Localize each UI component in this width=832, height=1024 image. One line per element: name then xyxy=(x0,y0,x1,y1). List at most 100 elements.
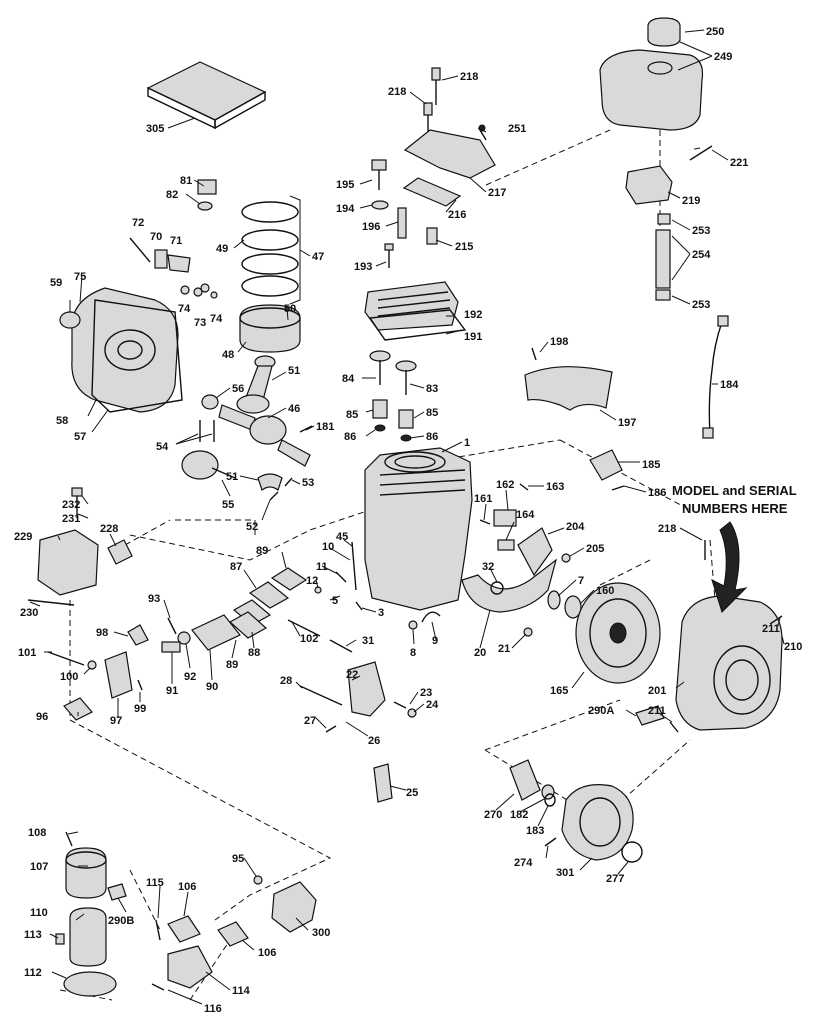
model-serial-notice-line2: NUMBERS HERE xyxy=(682,501,788,516)
callout: 32 xyxy=(482,561,494,573)
governor-shaft-72 xyxy=(129,237,191,273)
callout: 51 xyxy=(226,471,238,483)
callout: 113 xyxy=(24,929,42,941)
callout: 211 xyxy=(762,623,780,635)
gasket-96 xyxy=(63,697,93,721)
callout: 85 xyxy=(426,407,438,419)
callout: 48 xyxy=(222,349,234,361)
pin-115 xyxy=(155,919,161,941)
callout: 7 xyxy=(578,575,584,587)
callout: 59 xyxy=(50,277,62,289)
callout: 163 xyxy=(546,481,564,493)
rewind-starter-301 xyxy=(561,784,634,861)
callout: 3 xyxy=(378,607,384,619)
callout: 95 xyxy=(232,853,244,865)
bolt-232 xyxy=(71,487,83,518)
seal-59 xyxy=(59,311,81,329)
callout: 251 xyxy=(508,123,526,135)
callout: 51 xyxy=(288,365,300,377)
screw-116 xyxy=(151,983,165,991)
key-181 xyxy=(299,425,313,433)
callout: 108 xyxy=(28,827,46,839)
callout: 184 xyxy=(720,379,739,391)
callout: 26 xyxy=(368,735,380,747)
bracket-216 xyxy=(402,177,462,207)
washers-182-183 xyxy=(541,784,556,807)
bolt-193 xyxy=(384,243,394,268)
flywheel-165 xyxy=(575,582,661,684)
gasket-57 xyxy=(91,299,183,413)
callout: 164 xyxy=(516,509,535,521)
callout: 249 xyxy=(714,51,732,63)
head-gasket-191 xyxy=(368,309,467,341)
nuts-74-73 xyxy=(180,283,218,299)
callout: 229 xyxy=(14,531,32,543)
callout: 57 xyxy=(74,431,86,443)
callout: 72 xyxy=(132,217,144,229)
callout: 196 xyxy=(362,221,380,233)
callout: 270 xyxy=(484,809,502,821)
callout: 86 xyxy=(426,431,438,443)
callout: 218 xyxy=(388,86,406,98)
callout: 74 xyxy=(210,313,223,325)
callout: 87 xyxy=(230,561,242,573)
pin-92 xyxy=(177,631,191,645)
crankcase-cover-58 xyxy=(71,287,179,413)
callout: 55 xyxy=(222,499,234,511)
screw-108 xyxy=(65,831,73,847)
callout: 5 xyxy=(332,595,338,607)
label-290a xyxy=(635,705,665,726)
callout: 232 xyxy=(62,499,80,511)
callout: 250 xyxy=(706,26,724,38)
tube-91 xyxy=(161,641,181,653)
callout: 27 xyxy=(304,715,316,727)
callout: 20 xyxy=(474,647,486,659)
baffle-20 xyxy=(461,558,558,613)
callout: 217 xyxy=(488,187,506,199)
part-100 xyxy=(87,660,97,670)
callout: 84 xyxy=(342,373,355,385)
muffler-229 xyxy=(37,529,99,596)
cylinder-head-192 xyxy=(364,281,459,331)
callout: 185 xyxy=(642,459,660,471)
callout: 253 xyxy=(692,299,710,311)
fuel-cap-250 xyxy=(647,17,681,47)
callout: 92 xyxy=(184,671,196,683)
callout: 192 xyxy=(464,309,482,321)
callout: 228 xyxy=(100,523,118,535)
spring-28 xyxy=(299,685,343,706)
callout: 28 xyxy=(280,675,292,687)
callout: 50 xyxy=(284,303,296,315)
callout: 186 xyxy=(648,487,666,499)
ring-277 xyxy=(621,841,643,863)
callout: 58 xyxy=(56,415,68,427)
callout: 274 xyxy=(514,857,533,869)
callout: 70 xyxy=(150,231,162,243)
callout: 106 xyxy=(178,881,196,893)
gasket-228 xyxy=(107,539,133,565)
callout: 221 xyxy=(730,157,748,169)
callout: 160 xyxy=(596,585,614,597)
control-bracket-22 xyxy=(347,661,386,717)
callout: 1 xyxy=(464,437,470,449)
nut-95 xyxy=(253,875,263,885)
callout: 98 xyxy=(96,627,108,639)
screws-211 xyxy=(669,615,783,733)
rod-101 xyxy=(47,651,85,666)
callout: 75 xyxy=(74,271,86,283)
callout: 81 xyxy=(180,175,192,187)
callout: 73 xyxy=(194,317,206,329)
screws-27-26 xyxy=(325,725,337,733)
screw-251 xyxy=(478,124,487,141)
valve-springs-85 xyxy=(372,399,414,442)
callout: 194 xyxy=(336,203,355,215)
callout: 8 xyxy=(410,647,416,659)
callout: 230 xyxy=(20,607,38,619)
callout: 45 xyxy=(336,531,348,543)
callout: 99 xyxy=(134,703,146,715)
callout: 115 xyxy=(146,877,164,889)
callout: 210 xyxy=(784,641,802,653)
callout: 193 xyxy=(354,261,372,273)
callout: 47 xyxy=(312,251,324,263)
